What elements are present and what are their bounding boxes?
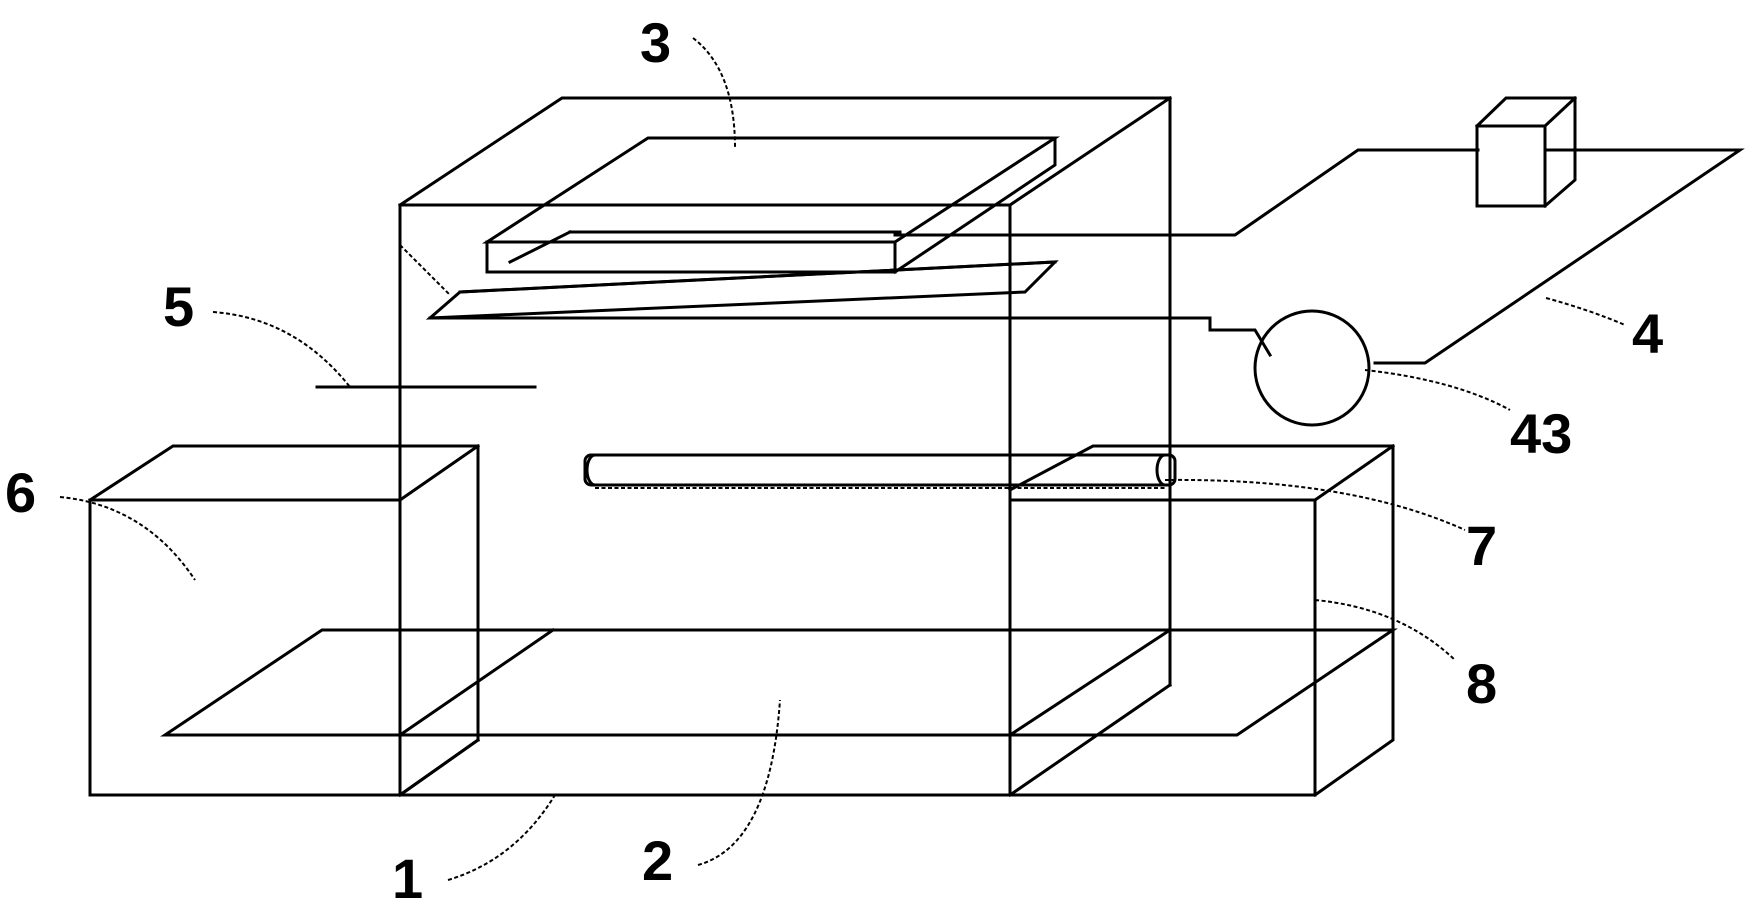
label-top-plate: 3 [640,11,671,74]
left-box [87,443,481,798]
tray-plane [160,627,1398,798]
label-spray-tube: 7 [1466,514,1497,577]
label-tray: 2 [642,829,673,892]
label-blower: 43 [1510,402,1572,465]
lower-plate [425,260,1212,320]
label-sensor-bar: 5 [163,275,194,338]
top-plate [481,136,1061,275]
label-pipe: 4 [1632,302,1663,365]
leader-lines [59,37,1626,881]
label-left-box: 6 [5,461,36,524]
blower [1208,309,1371,427]
right-box [1007,443,1396,798]
label-housing: 1 [392,847,423,901]
label-right-box: 8 [1466,652,1497,715]
pipe-system [893,95,1745,365]
spray-tube [583,453,1177,489]
main-housing [397,95,1173,797]
